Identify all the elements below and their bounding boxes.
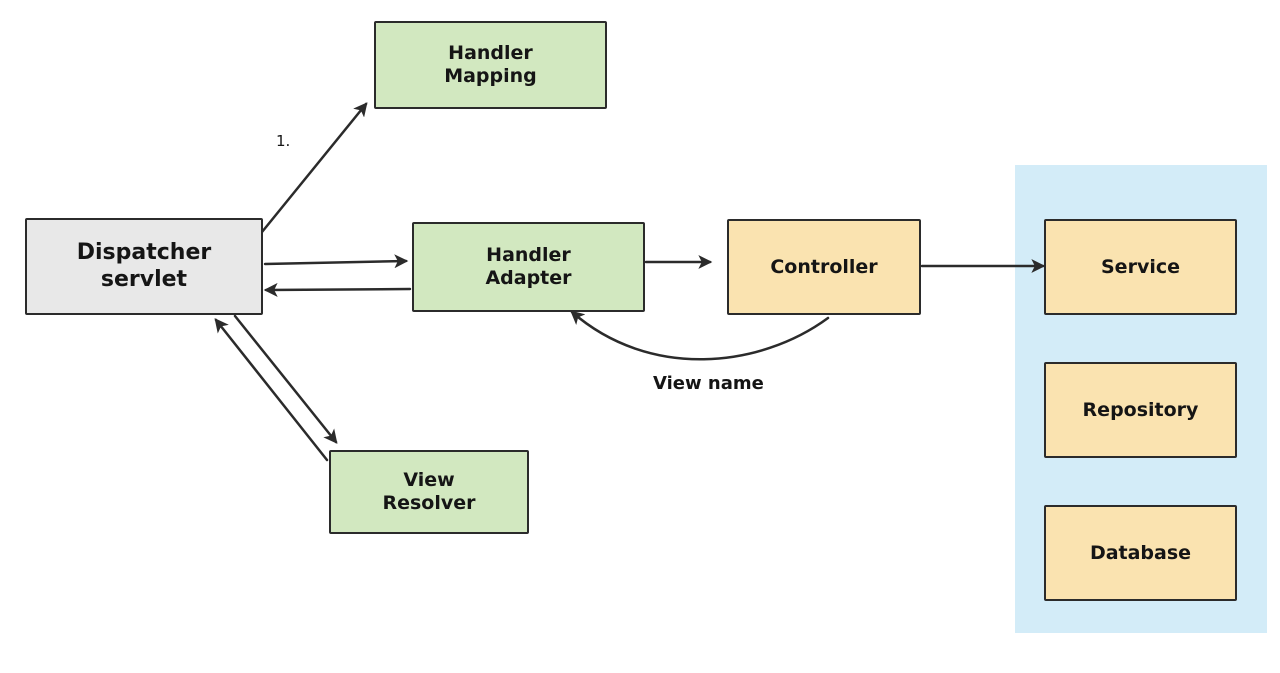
handler-mapping-box: Handler Mapping (374, 21, 607, 109)
arrow-dispatcher-to-handler-adapter (263, 254, 409, 269)
dispatcher-servlet-box: Dispatcher servlet (25, 218, 263, 315)
controller-box: Controller (727, 219, 921, 315)
arrow-handler-adapter-to-dispatcher (263, 282, 412, 297)
view-resolver-box: View Resolver (329, 450, 529, 534)
repository-box: Repository (1044, 362, 1237, 458)
arrow-controller-to-handler-adapter (570, 310, 830, 361)
arrow-dispatcher-to-handler-mapping (260, 102, 368, 234)
database-box: Database (1044, 505, 1237, 601)
arrow-view-resolver-to-dispatcher (214, 318, 329, 462)
service-box: Service (1044, 219, 1237, 315)
arrow-dispatcher-to-view-resolver (233, 314, 338, 444)
handler-adapter-box: Handler Adapter (412, 222, 645, 312)
view-name-label: View name (653, 373, 764, 394)
step-one-label: 1. (276, 132, 291, 150)
